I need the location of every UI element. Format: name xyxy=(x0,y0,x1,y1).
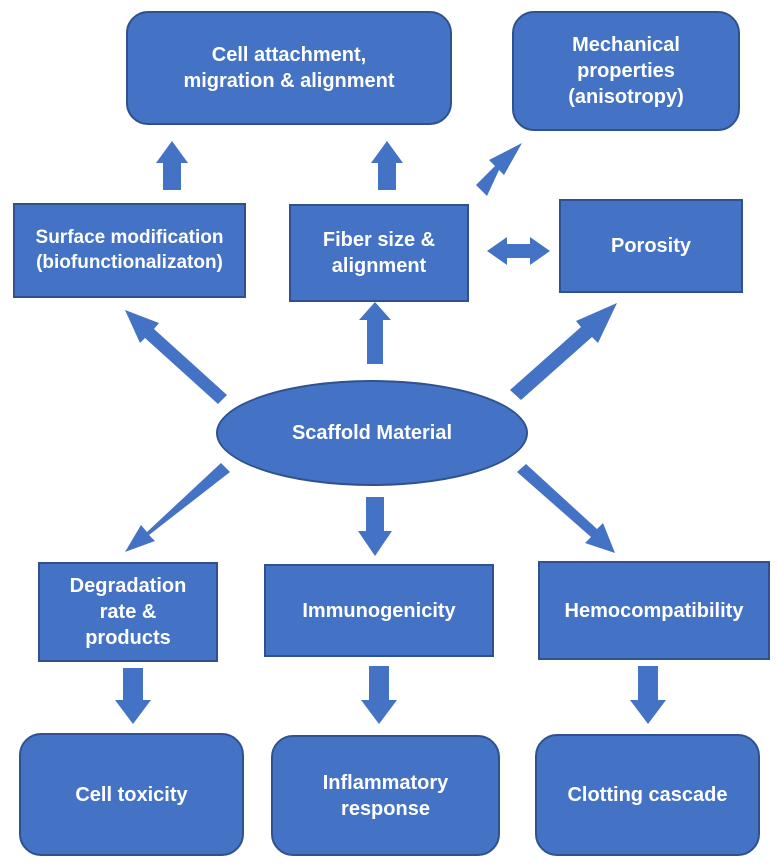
node-clotting-cascade: Clotting cascade xyxy=(535,734,760,856)
node-hemocompatibility: Hemocompatibility xyxy=(538,561,770,660)
node-scaffold-material: Scaffold Material xyxy=(216,380,528,486)
arrow-immunogenicity-to-inflammatory xyxy=(361,666,397,724)
node-fiber-size: Fiber size & alignment xyxy=(289,204,469,302)
arrow-scaffold-to-hemocompatibility xyxy=(517,464,615,553)
arrow-hemocompatibility-to-clotting xyxy=(630,666,666,724)
arrow-fiber-to-cell-attachment xyxy=(371,141,403,190)
node-cell-toxicity: Cell toxicity xyxy=(19,733,244,856)
node-mechanical-properties: Mechanical properties (anisotropy) xyxy=(512,11,740,131)
node-cell-attachment: Cell attachment, migration & alignment xyxy=(126,11,452,125)
arrow-scaffold-to-surface xyxy=(125,310,227,404)
node-porosity: Porosity xyxy=(559,199,743,293)
arrow-degradation-to-toxicity xyxy=(115,668,151,724)
arrow-scaffold-to-porosity xyxy=(510,303,617,400)
node-surface-modification: Surface modification (biofunctionalizato… xyxy=(13,203,246,298)
node-degradation: Degradation rate & products xyxy=(38,562,218,662)
node-immunogenicity: Immunogenicity xyxy=(264,564,494,657)
node-inflammatory-response: Inflammatory response xyxy=(271,735,500,856)
arrow-surface-to-cell-attachment xyxy=(156,141,188,190)
arrow-scaffold-to-immunogenicity xyxy=(358,497,392,556)
arrow-fiber-to-mechanical xyxy=(476,143,522,196)
arrow-scaffold-to-fiber xyxy=(359,302,391,364)
arrow-fiber-porosity-bidirectional xyxy=(487,237,550,265)
arrow-scaffold-to-degradation xyxy=(125,463,230,552)
